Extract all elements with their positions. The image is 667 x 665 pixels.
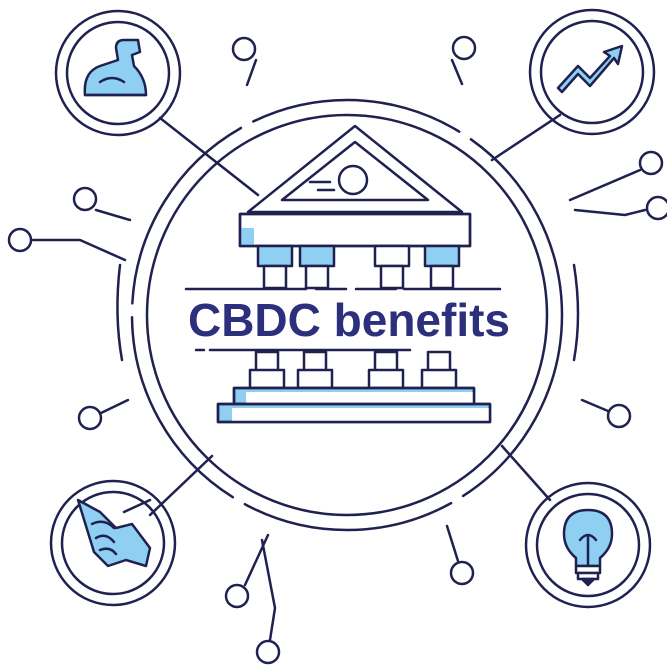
node-right-lower <box>580 398 632 429</box>
node-left-branch <box>7 227 127 262</box>
lightbulb-icon <box>562 508 614 587</box>
lightbulb-frame <box>524 481 652 609</box>
handshake-frame <box>49 479 177 607</box>
node-bottom <box>255 538 281 665</box>
node-left-lower <box>77 398 130 431</box>
growth-frame <box>528 8 656 136</box>
node-right-branch <box>573 195 667 221</box>
node-top-left <box>231 36 258 87</box>
diagram-title: CBDC benefits <box>188 294 510 346</box>
node-top-right <box>450 35 477 86</box>
bank-icon <box>184 124 502 424</box>
node-bottom-right <box>445 524 475 586</box>
central-hub <box>116 98 580 532</box>
node-right-upper <box>568 150 664 202</box>
bank-entablature <box>238 212 472 248</box>
bank-columns-lower <box>248 350 458 390</box>
node-left-upper <box>72 186 132 222</box>
node-bottom-left <box>224 533 270 609</box>
strength-frame <box>54 9 182 137</box>
strength-icon <box>83 38 148 97</box>
growth-chart-icon <box>556 44 624 94</box>
bank-columns-upper <box>256 244 461 290</box>
circuit-nodes <box>7 35 667 665</box>
handshake-icon <box>76 498 152 568</box>
